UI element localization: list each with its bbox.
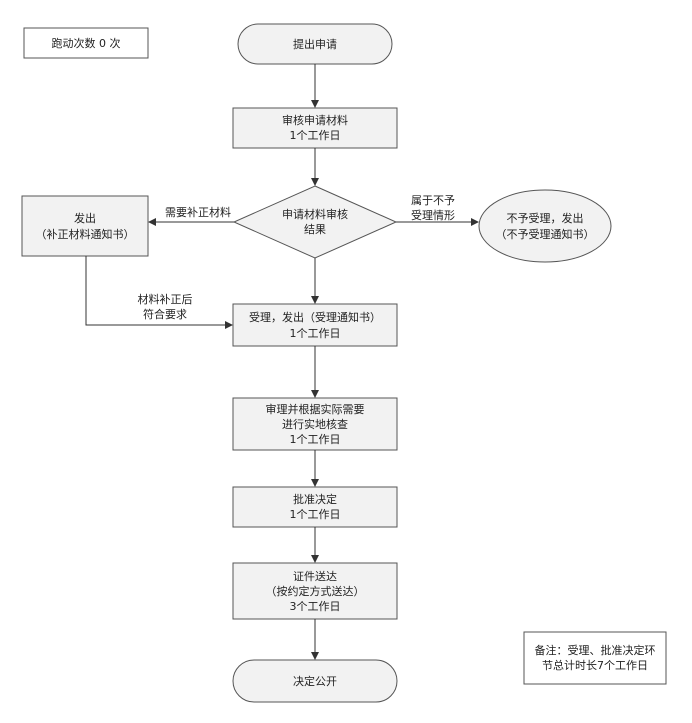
accept-line2: 1个工作日 (290, 327, 341, 340)
review-materials-node: 审核申请材料 1个工作日 (232, 107, 398, 149)
note-box: 备注：受理、批准决定环 节总计时长7个工作日 (523, 631, 667, 685)
not-accept-line2: （不予受理通知书） (496, 227, 595, 241)
issue-correction-line1: 发出 (74, 211, 96, 225)
edge-label-needs-correction: 需要补正材料 (165, 205, 231, 219)
deliver-node: 证件送达 （按约定方式送达） 3个工作日 (232, 562, 398, 620)
note-line1: 备注：受理、批准决定环 (535, 643, 656, 657)
onsite-check-line1: 审理并根据实际需要 (266, 402, 365, 416)
decision-node: 申请材料审核 结果 (232, 185, 398, 259)
start-node: 提出申请 (237, 23, 393, 65)
run-count-box: 跑动次数 0 次 (23, 27, 149, 59)
edge-label-corrected-line1: 材料补正后 (138, 292, 193, 306)
start-label: 提出申请 (293, 37, 337, 51)
not-accept-line1: 不予受理，发出 (507, 211, 584, 225)
end-node: 决定公开 (232, 659, 398, 703)
edge-label-not-acceptable-line1: 属于不予 (411, 194, 455, 207)
issue-correction-node: 发出 （补正材料通知书） (21, 195, 149, 257)
onsite-check-node: 审理并根据实际需要 进行实地核查 1个工作日 (232, 397, 398, 451)
onsite-check-line2: 进行实地核查 (282, 417, 348, 431)
deliver-line1: 证件送达 (293, 569, 337, 583)
deliver-line3: 3个工作日 (290, 600, 341, 613)
edge-label-corrected-line2: 符合要求 (143, 307, 187, 321)
not-accept-node: 不予受理，发出 （不予受理通知书） (478, 189, 612, 263)
review-materials-line1: 审核申请材料 (282, 113, 348, 127)
accept-line1: 受理，发出（受理通知书） (249, 310, 381, 324)
edge-label-not-acceptable-line2: 受理情形 (411, 209, 455, 222)
note-line2: 节总计时长7个工作日 (542, 658, 648, 672)
end-label: 决定公开 (293, 674, 337, 688)
approve-node: 批准决定 1个工作日 (232, 486, 398, 528)
review-materials-line2: 1个工作日 (290, 129, 341, 142)
approve-line2: 1个工作日 (290, 508, 341, 521)
deliver-line2: （按约定方式送达） (266, 584, 365, 598)
onsite-check-line3: 1个工作日 (290, 433, 341, 446)
issue-correction-line2: （补正材料通知书） (36, 227, 135, 241)
run-count-label: 跑动次数 0 次 (52, 36, 121, 50)
approve-line1: 批准决定 (293, 492, 337, 506)
decision-line2: 结果 (304, 223, 326, 236)
edge-correction-to-accept (85, 256, 233, 329)
decision-line1: 申请材料审核 (282, 207, 348, 221)
accept-node: 受理，发出（受理通知书） 1个工作日 (232, 303, 398, 347)
